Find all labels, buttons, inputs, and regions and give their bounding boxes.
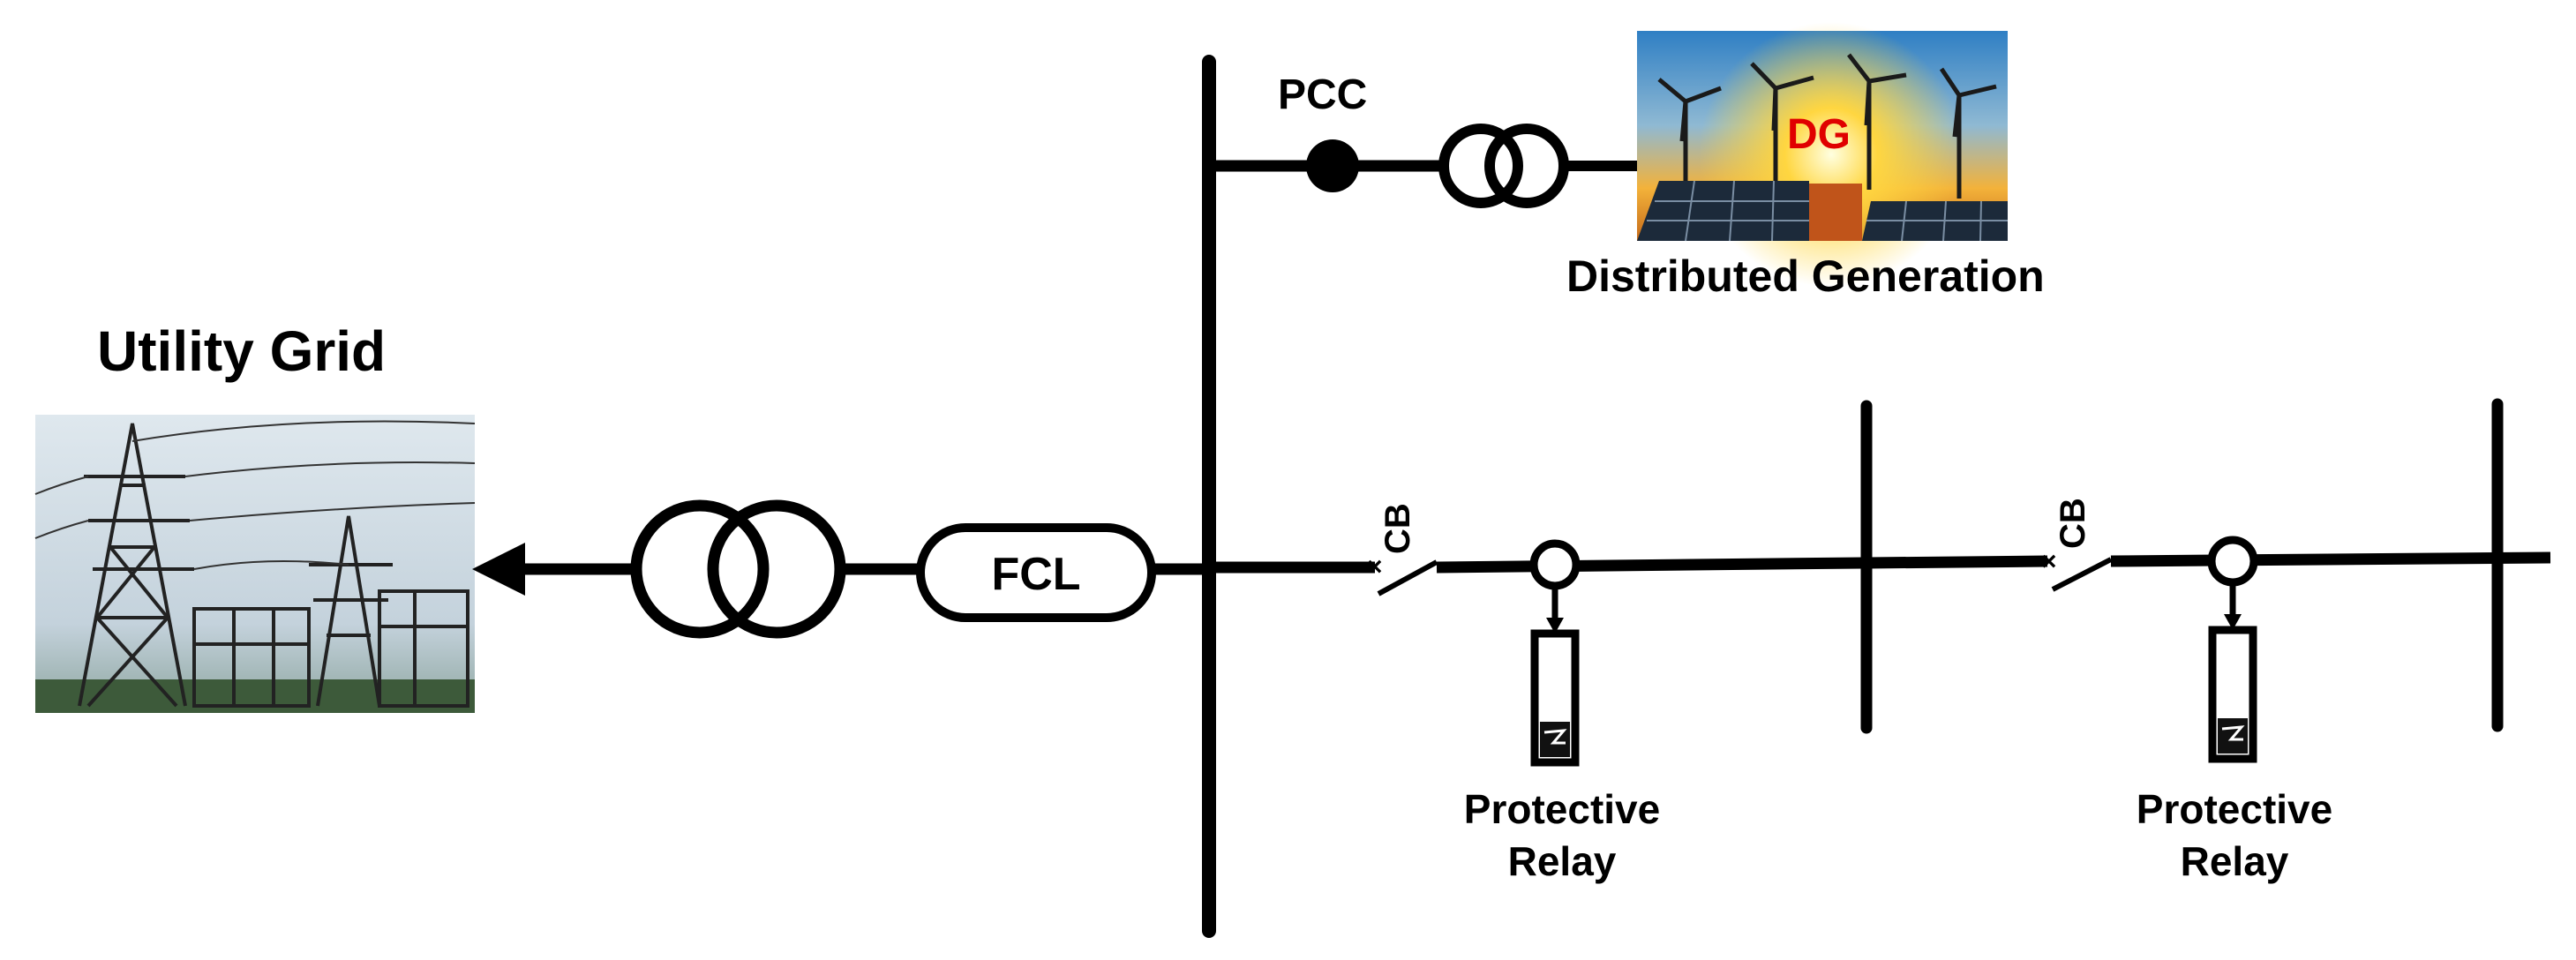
cb2-x-mark: × <box>2041 547 2057 576</box>
main-transformer-icon <box>630 499 846 639</box>
pcc-label: PCC <box>1278 71 1367 118</box>
feeder-segment-3 <box>1866 555 2048 569</box>
feeder-segment-4 <box>2110 551 2551 567</box>
distributed-generation-label: Distributed Generation <box>1566 251 2045 301</box>
relay-2-label-line2: Relay <box>2181 838 2289 884</box>
circuit-breaker-2: × CB <box>2041 498 2113 592</box>
cb2-switch-icon <box>2051 557 2113 592</box>
utility-grid-image <box>34 415 476 713</box>
dg-label: DG <box>1787 111 1851 158</box>
cb1-switch-icon <box>1377 559 1438 596</box>
fcl-label: FCL <box>991 549 1080 600</box>
relay-2-label-line1: Protective <box>2137 786 2332 832</box>
dg-transformer-icon <box>1438 124 1569 208</box>
utility-grid-label: Utility Grid <box>97 319 386 383</box>
relay-1-label-line2: Relay <box>1508 838 1617 884</box>
current-transformer-2-icon <box>2207 536 2258 587</box>
relay-1-lead-arrow <box>1546 618 1564 634</box>
current-transformer-1-icon <box>1529 539 1581 590</box>
cb1-label: CB <box>1378 503 1417 554</box>
cb2-label: CB <box>2054 498 2092 549</box>
arrow-left-icon <box>472 543 525 596</box>
feeder-segment-2 <box>1436 557 1863 574</box>
relay-2-lead-arrow <box>2224 614 2242 630</box>
protective-relay-2-icon <box>2208 626 2257 763</box>
dg-image <box>1637 22 2008 287</box>
cb1-x-mark: × <box>1367 552 1383 581</box>
solar-panels-icon <box>1637 180 2008 242</box>
protective-relay-1-icon <box>1530 629 1580 767</box>
circuit-breaker-1: × CB <box>1367 503 1438 596</box>
relay-1-label-line1: Protective <box>1464 786 1660 832</box>
pcc-node <box>1306 139 1359 192</box>
